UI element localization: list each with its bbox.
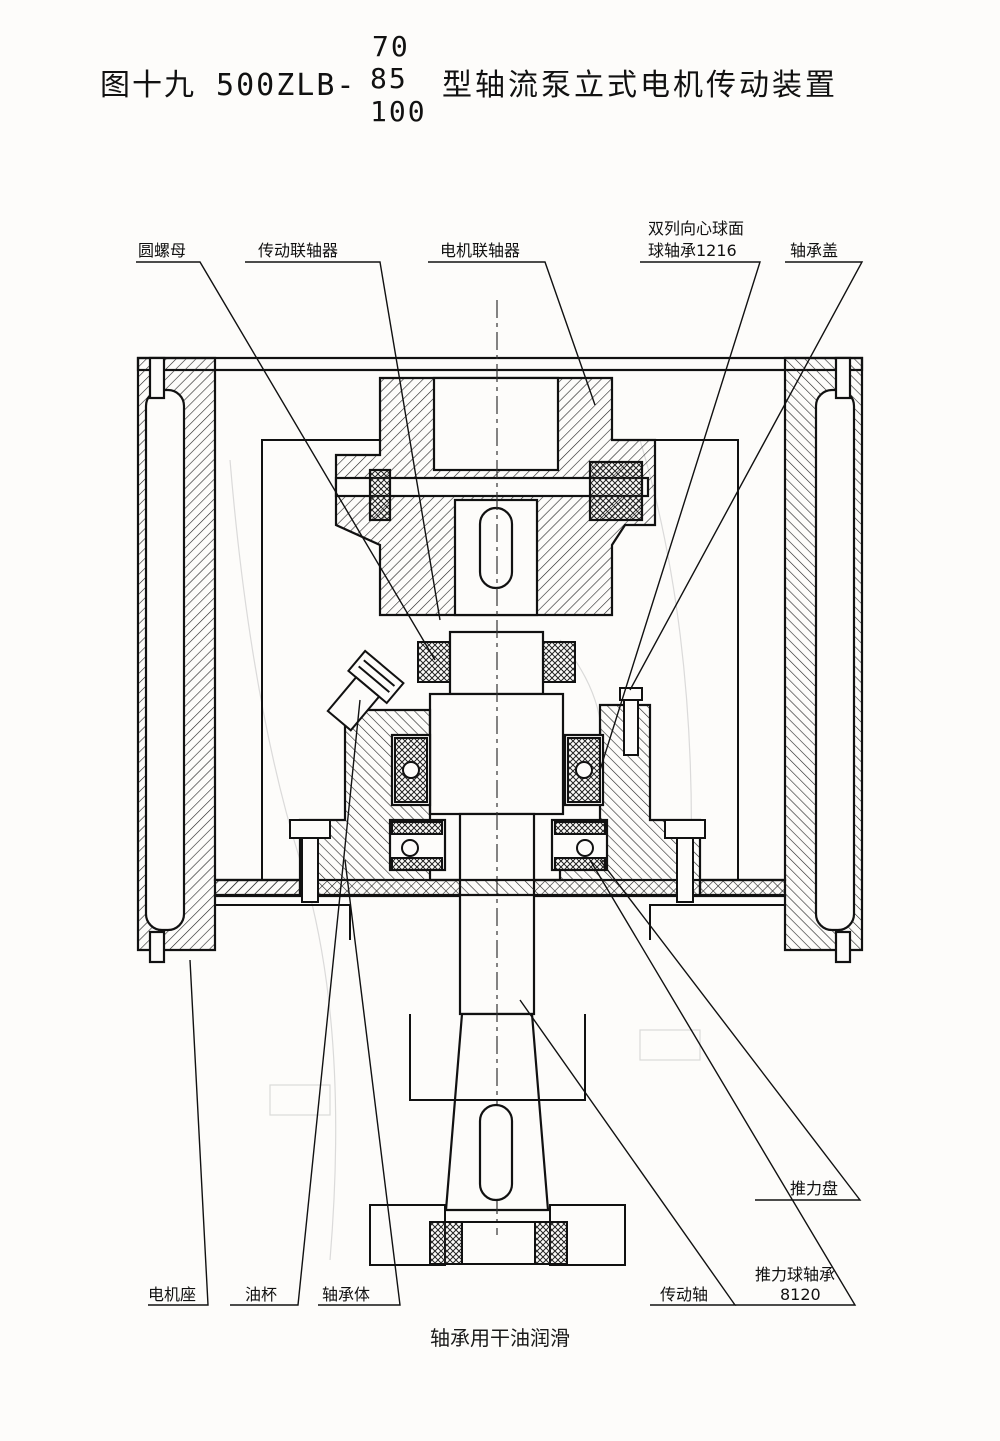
label-motor-coupling: 电机联轴器 [440,241,520,260]
label-ball-bearing-line2: 球轴承1216 [648,241,737,260]
label-thrust-bearing-line2: 8120 [780,1285,821,1304]
label-thrust-bearing-line1: 推力球轴承 [755,1265,835,1284]
drive-shaft [428,300,565,1235]
motor-coupling [334,376,657,617]
base-bolt-right [664,819,706,903]
label-thrust-disc: 推力盘 [790,1179,838,1198]
title-model-number-bottom: 100 [370,95,427,128]
motor-base-inner-window [214,439,785,950]
title-model-number-top: 70 [372,30,410,63]
title-prefix: 图十九 500ZLB- [100,68,357,103]
label-motor-base: 电机座 [148,1285,196,1304]
caption: 轴承用干油润滑 [430,1326,570,1350]
label-oil-cup: 油杯 [245,1285,277,1304]
leader-lines [136,261,864,1306]
round-nut [417,641,576,683]
title-block: 图十九 500ZLB- 70 85 100 型轴流泵立式电机传动装置 [0,0,1000,140]
label-ball-bearing-line1: 双列向心球面 [648,219,744,238]
oil-cup [326,649,405,732]
label-bearing-cap: 轴承盖 [790,241,838,260]
label-drive-shaft: 传动轴 [660,1285,708,1304]
label-bearing-body: 轴承体 [322,1285,370,1304]
label-round-nut: 圆螺母 [138,241,186,260]
base-bolt-left [289,819,331,903]
pump-coupling [369,1014,626,1266]
title-model-number-middle: 85 [370,62,408,95]
thrust-bearing-8120 [391,821,606,871]
label-drive-coupling: 传动联轴器 [258,241,338,260]
title-suffix: 型轴流泵立式电机传动装置 [442,68,838,103]
ball-bearing-1216 [394,737,601,803]
